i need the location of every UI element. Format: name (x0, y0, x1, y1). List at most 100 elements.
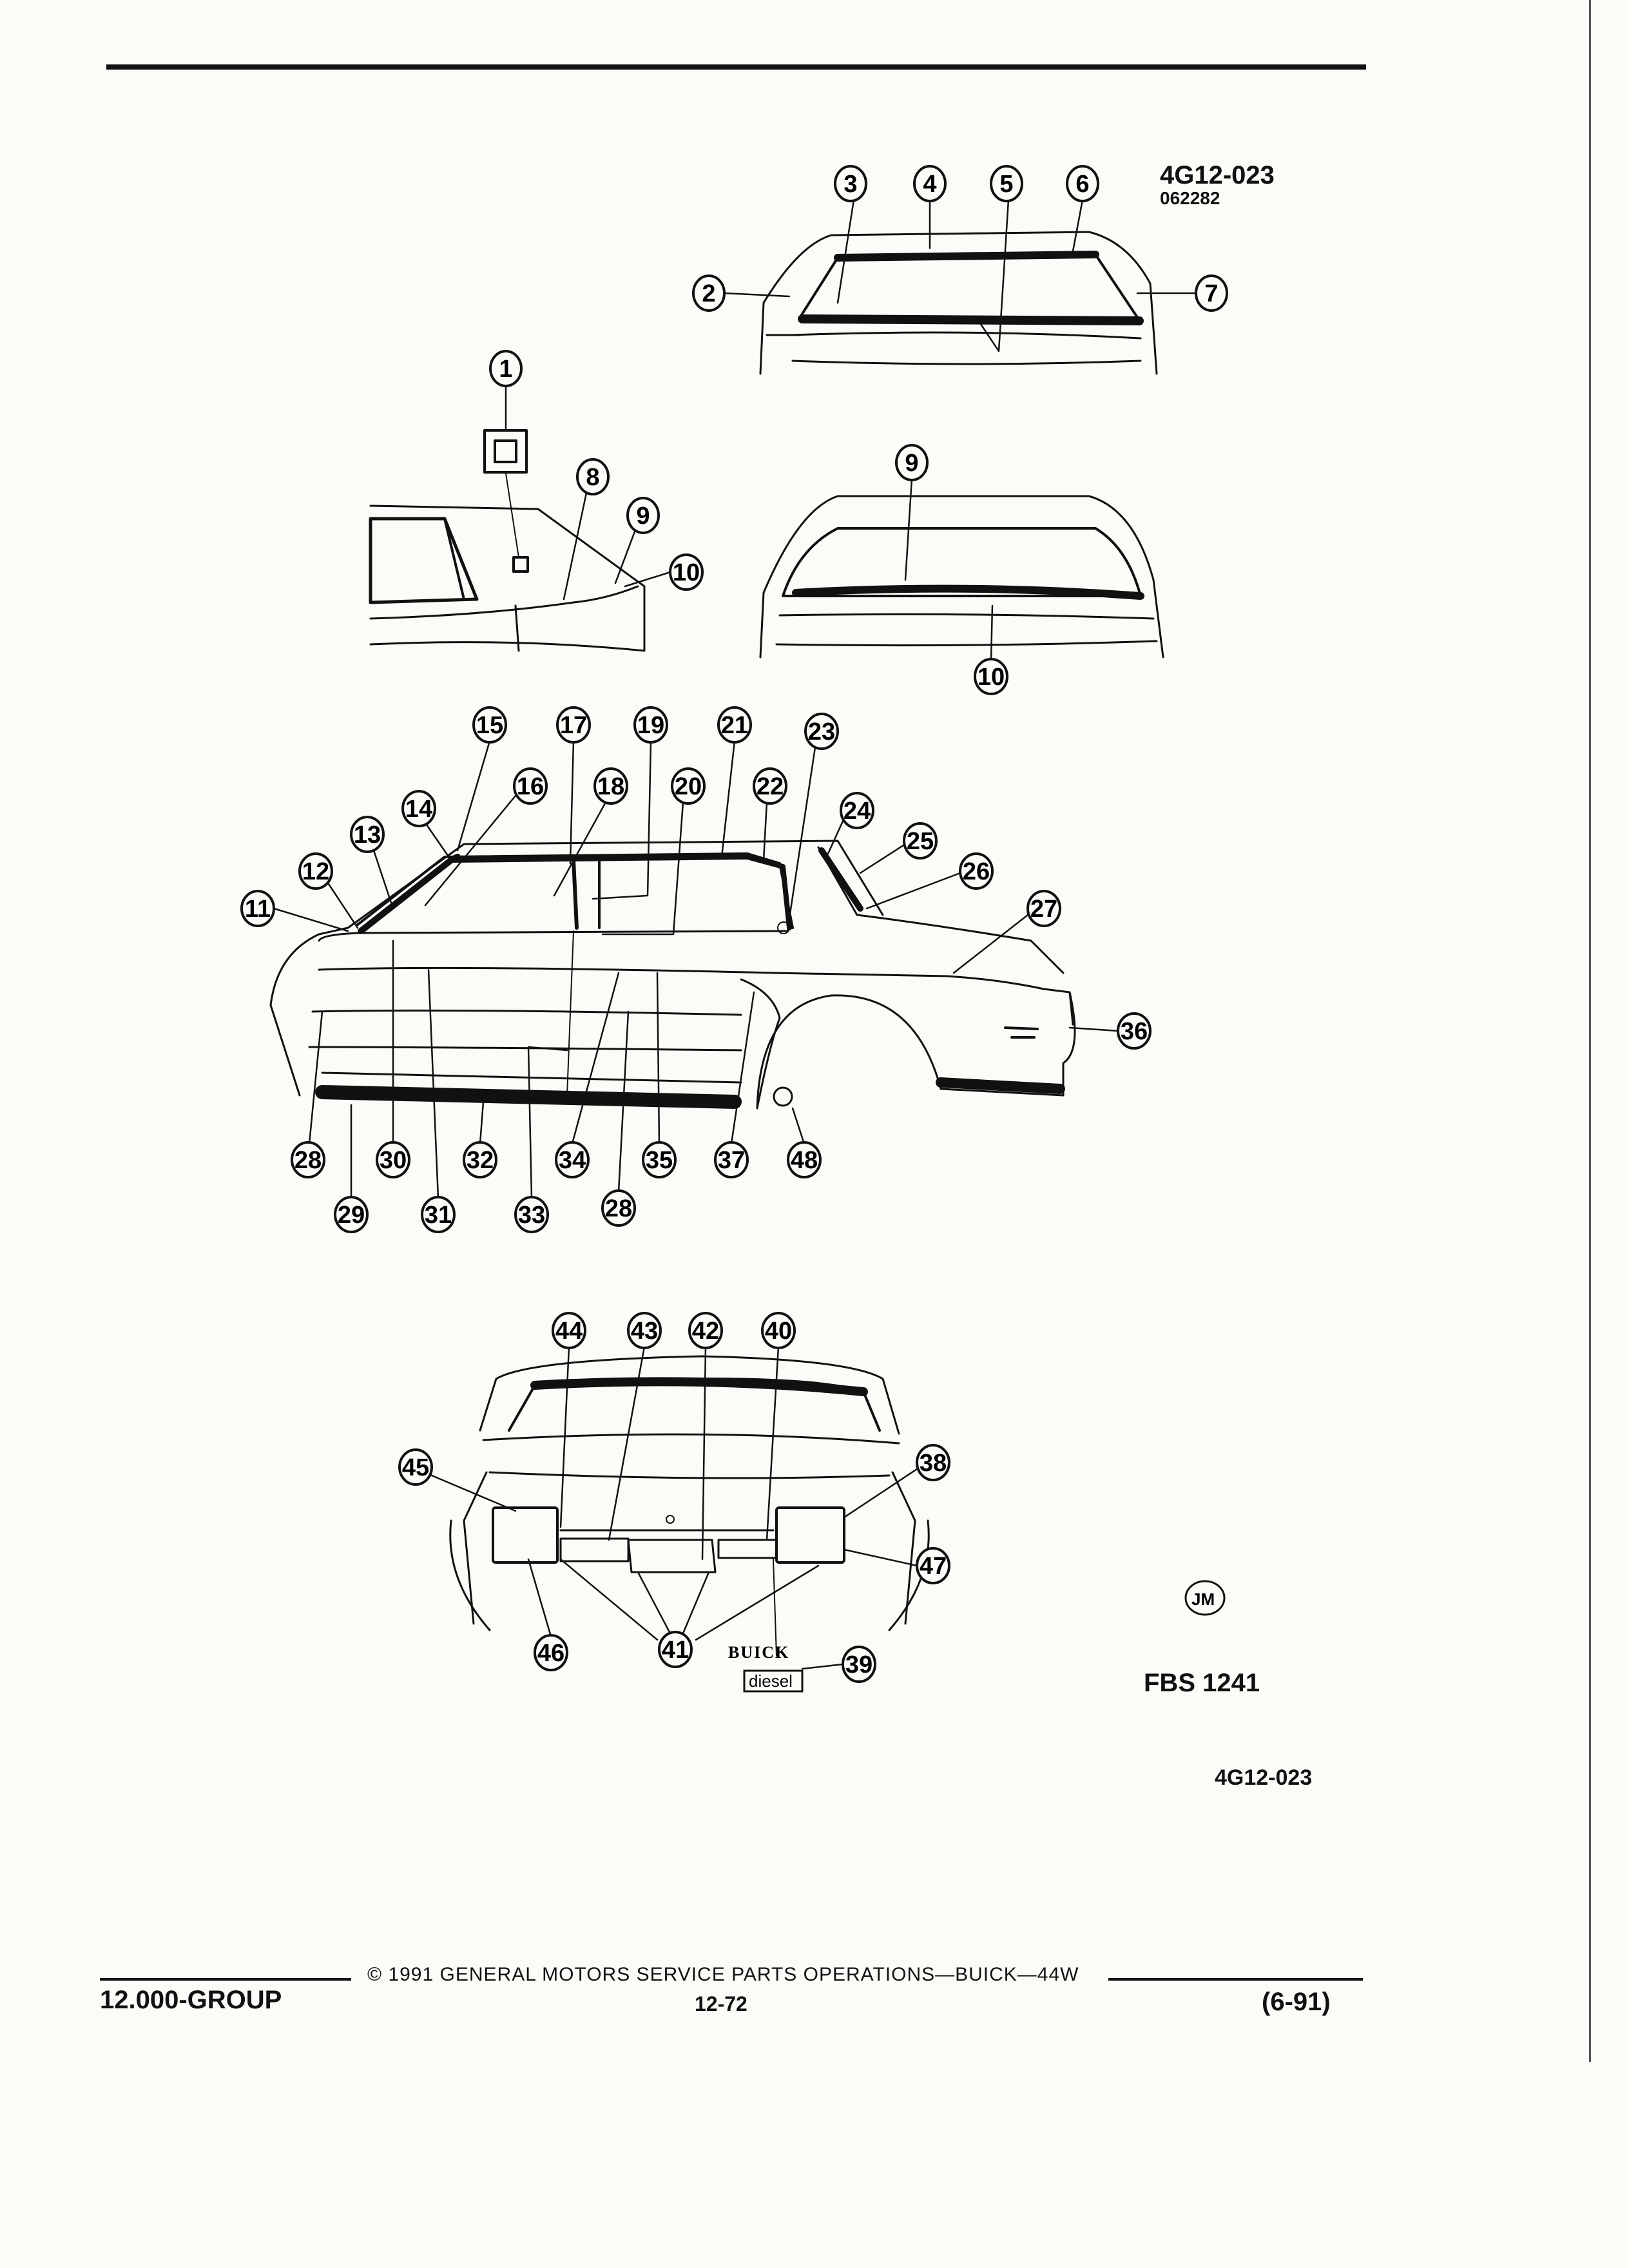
callout-c25: 25 (903, 822, 938, 860)
callout-c47: 47 (916, 1547, 950, 1584)
callout-c10a: 10 (669, 553, 704, 591)
callout-number: 8 (586, 464, 599, 491)
callout-c35: 35 (642, 1141, 677, 1178)
callout-c4: 4 (913, 165, 947, 202)
callout-number: 30 (380, 1147, 407, 1174)
callout-circle (990, 165, 1023, 202)
callout-circle (514, 1196, 549, 1233)
callout-c41: 41 (658, 1631, 693, 1668)
callout-circle (489, 350, 523, 387)
callout-c44: 44 (552, 1312, 586, 1349)
callout-circle (627, 1312, 662, 1349)
callout-number: 31 (425, 1202, 452, 1229)
callout-number: 5 (999, 171, 1013, 198)
buick-emblem-text: BUICK (728, 1643, 789, 1662)
callout-c14: 14 (401, 790, 436, 827)
callout-number: 36 (1121, 1018, 1148, 1045)
callout-number: 6 (1075, 171, 1089, 198)
callout-c45: 45 (398, 1448, 433, 1486)
callout-circle (753, 767, 787, 805)
callout-c3: 3 (834, 165, 867, 202)
callout-number: 19 (637, 712, 664, 739)
callout-number: 37 (718, 1147, 745, 1174)
callout-number: 27 (1030, 896, 1057, 923)
callout-number: 10 (978, 664, 1005, 691)
callout-number: 28 (605, 1195, 632, 1222)
callout-circle (688, 1312, 723, 1349)
callout-c20: 20 (671, 767, 706, 805)
figure-id-footer: 4G12-023 (1215, 1765, 1313, 1790)
callout-circle (376, 1141, 410, 1178)
figure-id: 4G12-023 (1160, 161, 1275, 189)
callout-c12: 12 (298, 852, 333, 890)
rear-window-view-middle (759, 495, 1164, 658)
page-number: 12-72 (695, 1992, 747, 2015)
callout-number: 16 (517, 773, 544, 800)
callout-number: 42 (692, 1318, 719, 1345)
callout-number: 20 (675, 773, 702, 800)
callout-c24: 24 (840, 792, 874, 829)
callout-number: 15 (476, 712, 503, 739)
callout-c38: 38 (916, 1444, 950, 1481)
callout-c7: 7 (1195, 274, 1228, 312)
callout-number: 17 (560, 712, 587, 739)
callout-circle (240, 890, 275, 927)
callout-c8: 8 (576, 458, 610, 495)
callout-number: 11 (245, 896, 271, 923)
callout-circle (842, 1646, 876, 1683)
callout-number: 4 (923, 171, 936, 198)
callout-number: 34 (559, 1147, 586, 1174)
leader-lines (273, 198, 1197, 1670)
callout-number: 35 (646, 1147, 673, 1174)
callout-c36: 36 (1117, 1012, 1152, 1050)
callout-c10b: 10 (974, 658, 1008, 695)
diesel-badge-text: diesel (749, 1671, 793, 1691)
callout-c9b: 9 (895, 444, 929, 481)
callout-number: 22 (757, 773, 784, 800)
callout-circle (658, 1631, 693, 1668)
callout-circle (669, 553, 704, 591)
callout-number: 29 (338, 1202, 365, 1229)
callout-number: 28 (294, 1147, 322, 1174)
callout-c43: 43 (627, 1312, 662, 1349)
rear-window-view-top (759, 231, 1158, 375)
callout-circle (974, 658, 1008, 695)
callout-circle (804, 713, 839, 750)
callout-number: 9 (905, 450, 918, 477)
callout-number: 3 (843, 171, 857, 198)
footer-rule-left (100, 1978, 351, 1981)
callout-circle (642, 1141, 677, 1178)
callout-c30: 30 (376, 1141, 410, 1178)
callout-circle (840, 792, 874, 829)
callout-number: 7 (1204, 280, 1218, 307)
callout-c28b: 28 (601, 1189, 636, 1227)
callout-circle (1027, 890, 1061, 927)
callout-number: 47 (920, 1553, 947, 1580)
callout-number: 40 (765, 1318, 792, 1345)
callout-circle (463, 1141, 497, 1178)
callout-c19: 19 (633, 706, 668, 744)
callout-c1: 1 (489, 350, 523, 387)
callout-number: 46 (537, 1640, 564, 1667)
callout-number: 39 (845, 1651, 872, 1678)
callout-c22: 22 (753, 767, 787, 805)
callout-circle (959, 852, 994, 890)
callout-number: 21 (721, 712, 748, 739)
callout-number: 41 (662, 1637, 689, 1664)
callout-circle (534, 1634, 568, 1671)
callout-c34: 34 (555, 1141, 590, 1178)
callout-circle (1117, 1012, 1152, 1050)
callout-circle (601, 1189, 636, 1227)
callout-number: 44 (555, 1318, 583, 1345)
callout-circle (1066, 165, 1099, 202)
callout-number: 1 (499, 356, 512, 383)
callout-c48: 48 (787, 1141, 822, 1178)
callout-number: 2 (702, 280, 715, 307)
top-rule (106, 64, 1366, 70)
callout-circle (916, 1547, 950, 1584)
callout-c26: 26 (959, 852, 994, 890)
callout-c37: 37 (714, 1141, 749, 1178)
callout-number: 14 (405, 796, 432, 823)
callout-number: 13 (354, 822, 381, 849)
callout-c42: 42 (688, 1312, 723, 1349)
